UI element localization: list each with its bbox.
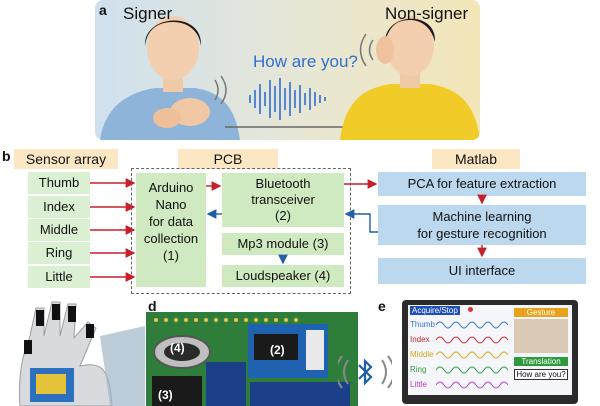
pcb-header: PCB — [178, 149, 278, 169]
arduino-line-3: for data — [148, 214, 194, 229]
bluetooth-box: Bluetooth transceiver (2) — [222, 173, 344, 227]
signal-plots — [436, 321, 508, 389]
arduino-line-1: Arduino — [148, 180, 194, 195]
sensor-array-header: Sensor array — [14, 149, 118, 169]
module-label-3: (3) — [158, 388, 173, 402]
ml-line-2: for gesture recognition — [417, 226, 547, 241]
panel-e-letter: e — [378, 298, 386, 314]
gesture-image — [514, 319, 568, 353]
laptop: Acquire/Stop Thumb Index Middle Ring Lit… — [402, 300, 578, 404]
record-indicator — [468, 307, 473, 312]
panel-a: a Signer Non-signer How are you? — [95, 0, 480, 140]
arduino-box: Arduino Nano for data collection (1) — [136, 173, 206, 287]
sound-wave-icon — [249, 78, 326, 120]
arduino-line-5: (1) — [163, 248, 179, 263]
sensor-thumb: Thumb — [28, 172, 90, 194]
mp3-box: Mp3 module (3) — [222, 233, 344, 255]
finger-label-ring: Ring — [410, 365, 427, 374]
panel-d-letter: d — [148, 298, 157, 314]
sensor-ring: Ring — [28, 242, 90, 264]
matlab-header: Matlab — [432, 149, 520, 169]
glove-photo — [0, 296, 145, 406]
signer-figure — [100, 16, 240, 140]
nonsigner-figure — [340, 16, 480, 140]
finger-label-little: Little — [410, 380, 427, 389]
ui-box: UI interface — [378, 258, 586, 284]
finger-label-index: Index — [410, 335, 430, 344]
panel-a-letter: a — [99, 2, 107, 18]
sensor-middle: Middle — [28, 219, 90, 241]
bluetooth-line-2: transceiver — [251, 192, 315, 207]
panel-a-illustration — [100, 16, 480, 140]
sensor-index: Index — [28, 196, 90, 218]
translation-label: Translation — [514, 357, 568, 366]
acquire-stop-button[interactable]: Acquire/Stop — [410, 306, 460, 315]
translation-text: How are you? — [514, 369, 568, 380]
loudspeaker-box: Loudspeaker (4) — [222, 265, 344, 287]
panel-b-letter: b — [2, 148, 11, 164]
ml-line-1: Machine learning — [432, 209, 532, 224]
signer-label: Signer — [123, 4, 173, 23]
laptop-screen: Acquire/Stop Thumb Index Middle Ring Lit… — [408, 305, 572, 395]
nonsigner-label: Non-signer — [385, 4, 469, 23]
arduino-line-4: collection — [143, 231, 199, 246]
pca-box: PCA for feature extraction — [378, 172, 586, 196]
module-label-2: (2) — [270, 343, 285, 357]
ml-box: Machine learning for gesture recognition — [378, 205, 586, 245]
module-label-4: (4) — [170, 341, 185, 355]
sensor-little: Little — [28, 266, 90, 288]
pcb-photo — [146, 312, 358, 406]
speech-text: How are you? — [253, 52, 358, 71]
bluetooth-icon — [338, 355, 392, 389]
bluetooth-line-1: Bluetooth — [255, 176, 311, 191]
finger-label-thumb: Thumb — [410, 320, 435, 329]
gesture-label: Gesture — [514, 308, 568, 317]
finger-label-middle: Middle — [410, 350, 434, 359]
bluetooth-line-3: (2) — [275, 208, 291, 223]
arduino-line-2: Nano — [155, 197, 187, 212]
